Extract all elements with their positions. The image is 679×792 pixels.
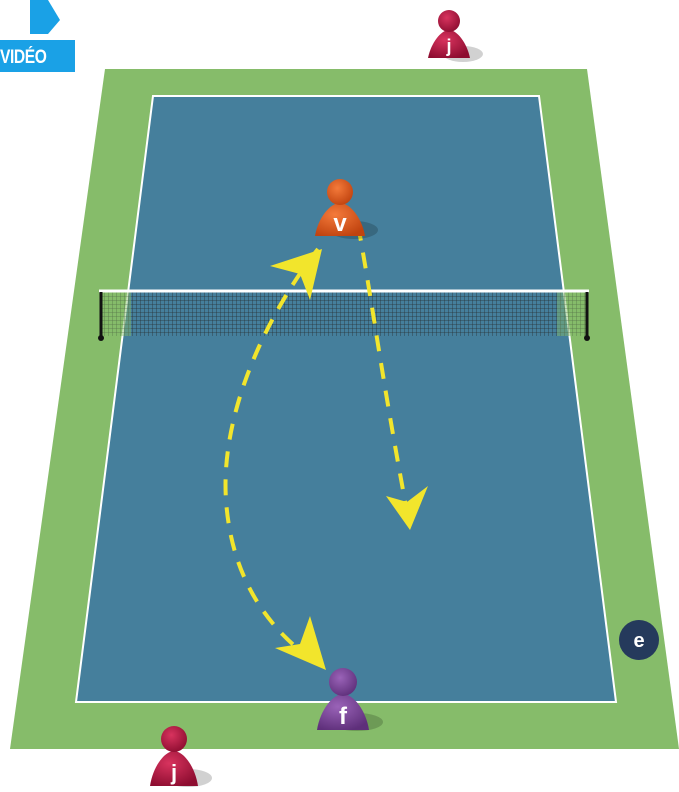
equipment-marker-e: e [619, 620, 659, 660]
tennis-net [98, 291, 590, 341]
pawn-letter-bottom: j [170, 760, 177, 785]
pawn-letter-feeder: f [339, 703, 348, 730]
video-label: VIDÉO [0, 47, 57, 69]
marker-letter-e: e [633, 630, 644, 652]
pawn-letter-top: j [445, 36, 451, 56]
pawn-letter-volleyer: v [333, 210, 347, 237]
player-pawn-top: j [428, 10, 483, 62]
